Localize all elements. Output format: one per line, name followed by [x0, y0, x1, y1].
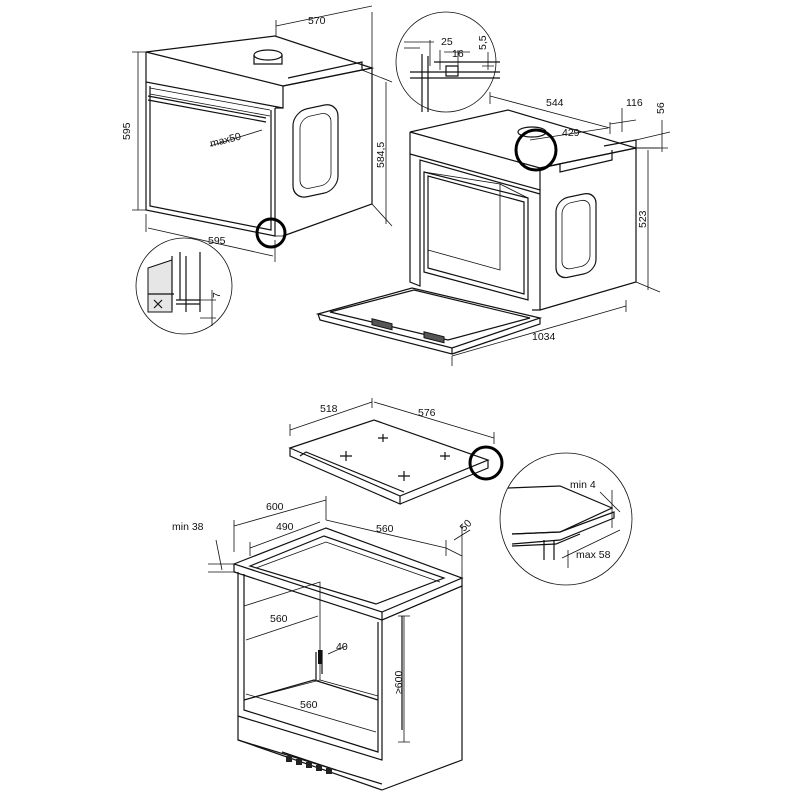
label-16: 16 [452, 48, 464, 60]
dimension-40: 40 [327, 641, 348, 655]
dimension-116: 116 [609, 97, 643, 132]
detail-callout-top: 25 16 5,5 [395, 11, 500, 113]
label-560-top: 560 [376, 523, 394, 535]
label-max58: max 58 [576, 549, 611, 561]
hob-drawing [288, 419, 490, 505]
dimension-490: 490 [249, 521, 321, 556]
label-523: 523 [637, 210, 649, 228]
oven-open-drawing [315, 109, 637, 355]
dimension-600: 600 [233, 496, 327, 552]
dimension-595-width: 595 [145, 214, 276, 262]
dimension-max50: max50 [209, 129, 263, 150]
highlight-circle-hob [468, 445, 504, 481]
label-ge600: ≥600 [393, 671, 405, 694]
dimension-429: 429 [529, 127, 609, 141]
label-7: 7 [211, 292, 223, 298]
detail-callout-hob: min 4 max 58 [499, 452, 633, 586]
dimension-560-mid: 560 [245, 613, 319, 641]
label-116: 116 [626, 97, 643, 109]
dimension-560-top: 560 [325, 519, 447, 556]
dimension-523: 523 [635, 147, 661, 293]
label-595-height: 595 [121, 122, 133, 140]
label-560-mid: 560 [270, 613, 288, 625]
dimension-min38: min 38 [172, 521, 236, 573]
label-600: 600 [266, 501, 284, 513]
label-576: 576 [418, 407, 436, 419]
label-56: 56 [655, 102, 667, 114]
label-25: 25 [441, 36, 453, 48]
label-429: 429 [562, 127, 580, 139]
dimension-584-5: 584,5 [361, 69, 393, 227]
label-518: 518 [320, 403, 338, 415]
label-570: 570 [308, 15, 326, 27]
dimension-544: 544 [489, 92, 611, 134]
highlight-circle-oven-top [514, 128, 558, 172]
label-5-5: 5,5 [477, 35, 489, 50]
detail-callout-bottom: 7 [135, 237, 233, 335]
label-560-bot: 560 [300, 699, 318, 711]
label-595-width: 595 [208, 235, 226, 247]
label-490: 490 [276, 521, 294, 533]
dimension-56: 56 [635, 102, 671, 152]
dimension-ge600: ≥600 [393, 615, 410, 743]
label-40: 40 [336, 641, 348, 653]
label-50: 50 [458, 517, 475, 534]
label-544: 544 [546, 97, 564, 109]
label-max50: max50 [209, 131, 243, 150]
cabinet-drawing [232, 527, 464, 791]
dimension-560-bot: 560 [245, 693, 377, 733]
dimension-518: 518 [289, 398, 373, 436]
label-584-5: 584,5 [375, 142, 387, 168]
dimension-576: 576 [373, 401, 495, 444]
dimension-595-height: 595 [121, 51, 146, 211]
label-min4: min 4 [570, 479, 596, 491]
highlight-circle-oven-bottom [255, 217, 287, 249]
dimension-570: 570 [275, 5, 373, 68]
oven-closed-drawing [145, 35, 375, 237]
dimension-1034: 1034 [451, 300, 627, 366]
label-min38: min 38 [172, 521, 204, 533]
label-1034: 1034 [532, 331, 556, 343]
dimension-50: 50 [445, 517, 475, 580]
